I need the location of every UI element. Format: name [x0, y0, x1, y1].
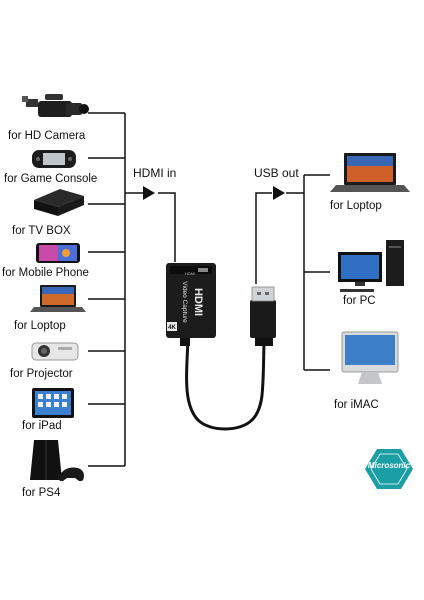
video-camera-icon	[22, 94, 89, 117]
usb-out-label: USB out	[254, 166, 299, 180]
usb-out-arrow	[273, 186, 285, 200]
target-laptop-icon	[330, 153, 410, 192]
source-label-projector: for Projector	[10, 368, 73, 380]
mobile-phone-icon	[36, 243, 80, 263]
target-label-laptop: for Loptop	[330, 200, 382, 212]
source-label-hd-camera: for HD Camera	[8, 130, 86, 142]
hdmi-logo: HDMI	[192, 288, 204, 316]
laptop-icon	[30, 285, 86, 312]
imac-icon	[341, 331, 399, 384]
device-name: Video Capture	[181, 281, 188, 323]
target-label-imac: for iMAC	[334, 399, 379, 411]
source-label-laptop: for Loptop	[14, 320, 66, 332]
handheld-console-icon	[32, 150, 76, 168]
hdmi-in-arrow	[143, 186, 155, 200]
tablet-icon	[32, 388, 74, 418]
source-label-game-console: for Game Console	[4, 173, 98, 185]
microsonic-badge: Microsonic	[362, 447, 416, 491]
4k-badge: 4K	[168, 325, 176, 331]
game-console-icon	[30, 440, 84, 482]
hdmi-port-text: HDMI	[185, 271, 195, 276]
microsonic-brand-text: Microsonic	[367, 461, 411, 470]
source-label-tv-box: for TV BOX	[12, 225, 71, 237]
microsonic-logo	[365, 449, 413, 489]
target-label-pc: for PC	[343, 295, 376, 307]
source-label-ps4: for PS4	[22, 487, 61, 499]
projector-icon	[31, 342, 79, 361]
tv-box-icon	[34, 189, 84, 216]
hdmi-in-label: HDMI in	[133, 166, 177, 180]
left-bus-lines	[88, 112, 176, 467]
right-bus-lines	[255, 174, 330, 371]
source-label-ipad: for iPad	[22, 420, 62, 432]
usb-plug	[250, 286, 276, 346]
desktop-pc-icon	[338, 240, 404, 292]
capture-device: HDMI HDMI Video Capture 4K	[166, 263, 266, 431]
source-label-mobile-phone: for Mobile Phone	[2, 267, 89, 279]
